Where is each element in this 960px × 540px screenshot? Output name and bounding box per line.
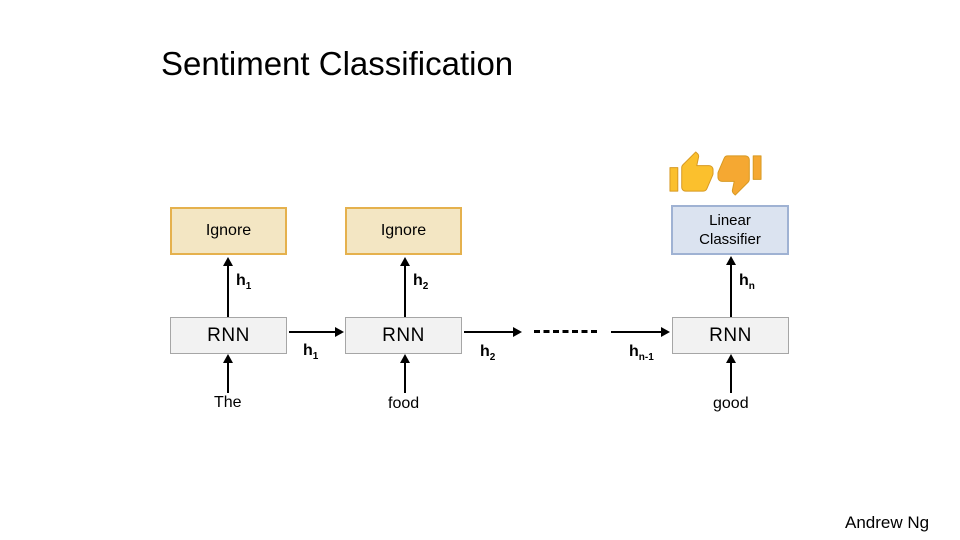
- state-base: h: [480, 343, 490, 360]
- thumbs-down-icon: [717, 155, 762, 196]
- state-subscript: n: [748, 281, 755, 292]
- author-credit: Andrew Ng: [845, 513, 930, 532]
- arrow-ellipsis-to-rnn3: [611, 327, 670, 337]
- hidden-state-label-h1-top: h1: [236, 272, 251, 292]
- classifier-label-line2: Classifier: [699, 231, 761, 248]
- linear-classifier-box: Linear Classifier: [671, 205, 789, 255]
- rnn-cell-3: RNN: [672, 317, 789, 354]
- ellipsis-dashed-line: [534, 330, 597, 333]
- state-base: h: [303, 342, 313, 359]
- hidden-state-label-h1-mid: h1: [303, 342, 318, 362]
- rnn-cell-1: RNN: [170, 317, 287, 354]
- ignore-box-1: Ignore: [170, 207, 287, 255]
- hidden-state-label-hn-top: hn: [739, 272, 755, 292]
- classifier-label-line1: Linear: [709, 212, 751, 229]
- arrow-rnn3-to-classifier: [726, 256, 736, 317]
- ignore-box-2: Ignore: [345, 207, 462, 255]
- state-base: h: [629, 343, 639, 360]
- state-base: h: [739, 272, 749, 289]
- input-word-3: good: [713, 395, 749, 412]
- state-subscript: 2: [422, 281, 429, 292]
- sentiment-emoji-group: [668, 150, 763, 197]
- thumbs-up-icon: [669, 151, 714, 192]
- arrow-word1-to-rnn1: [223, 354, 233, 393]
- state-subscript: n-1: [638, 352, 654, 363]
- page-title: Sentiment Classification: [161, 45, 514, 82]
- state-subscript: 1: [245, 281, 252, 292]
- arrow-word3-to-rnn3: [726, 354, 736, 393]
- arrow-rnn2-to-ellipsis: [464, 327, 522, 337]
- state-subscript: 2: [489, 352, 496, 363]
- hidden-state-label-h2-top: h2: [413, 272, 428, 292]
- input-word-2: food: [388, 395, 420, 412]
- rnn-cell-2: RNN: [345, 317, 462, 354]
- arrow-word2-to-rnn2: [400, 354, 410, 393]
- arrow-rnn2-to-ignore2: [400, 257, 410, 317]
- arrow-rnn1-to-rnn2: [289, 327, 344, 337]
- hidden-state-label-h2-mid: h2: [480, 343, 495, 363]
- hidden-state-label-hn-1-mid: hn-1: [629, 343, 654, 363]
- state-subscript: 1: [312, 351, 319, 362]
- arrow-rnn1-to-ignore1: [223, 257, 233, 317]
- state-base: h: [236, 272, 246, 289]
- state-base: h: [413, 272, 423, 289]
- input-word-1: The: [214, 394, 242, 411]
